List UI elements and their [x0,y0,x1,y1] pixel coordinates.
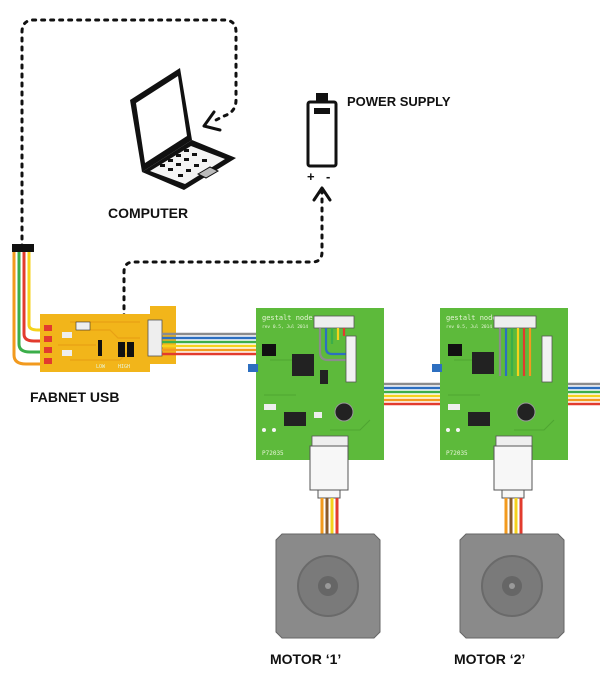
motor-cable-2 [493,445,533,534]
laptop-icon [130,68,236,190]
motor-2-label: MOTOR ‘2’ [454,651,525,667]
node2-part: P72035 [446,450,468,457]
power-plus: + [307,169,315,184]
node1-subtitle: rev 0.5, Jul 2014 [262,324,308,330]
motor-1 [275,533,381,639]
usb-cable [12,244,42,366]
gestalt-node-2: gestalt node rev 0.5, Jul 2014 P72035 [432,308,568,460]
node1-part: P72035 [262,450,284,457]
gestalt-node-1: gestalt node rev 0.5, Jul 2014 P72035 [248,308,384,460]
node1-title: gestalt node [262,314,313,322]
node2-subtitle: rev 0.5, Jul 2014 [446,324,492,330]
motor-2 [459,533,565,639]
power-supply-label: POWER SUPPLY [347,94,451,109]
battery-icon [306,93,338,168]
motor-cable-1 [309,445,349,534]
fabnet-usb-label: FABNET USB [30,389,119,405]
power-minus: - [326,169,330,184]
fabnet-silk-low: LOW [96,364,106,370]
fabnet-silk-high: HIGH [118,364,130,370]
node2-title: gestalt node [446,314,497,322]
computer-label: COMPUTER [108,205,188,221]
usb-data-link [20,18,238,250]
motor-1-label: MOTOR ‘1’ [270,651,341,667]
fabnet-usb-board: LOW HIGH [40,306,176,372]
